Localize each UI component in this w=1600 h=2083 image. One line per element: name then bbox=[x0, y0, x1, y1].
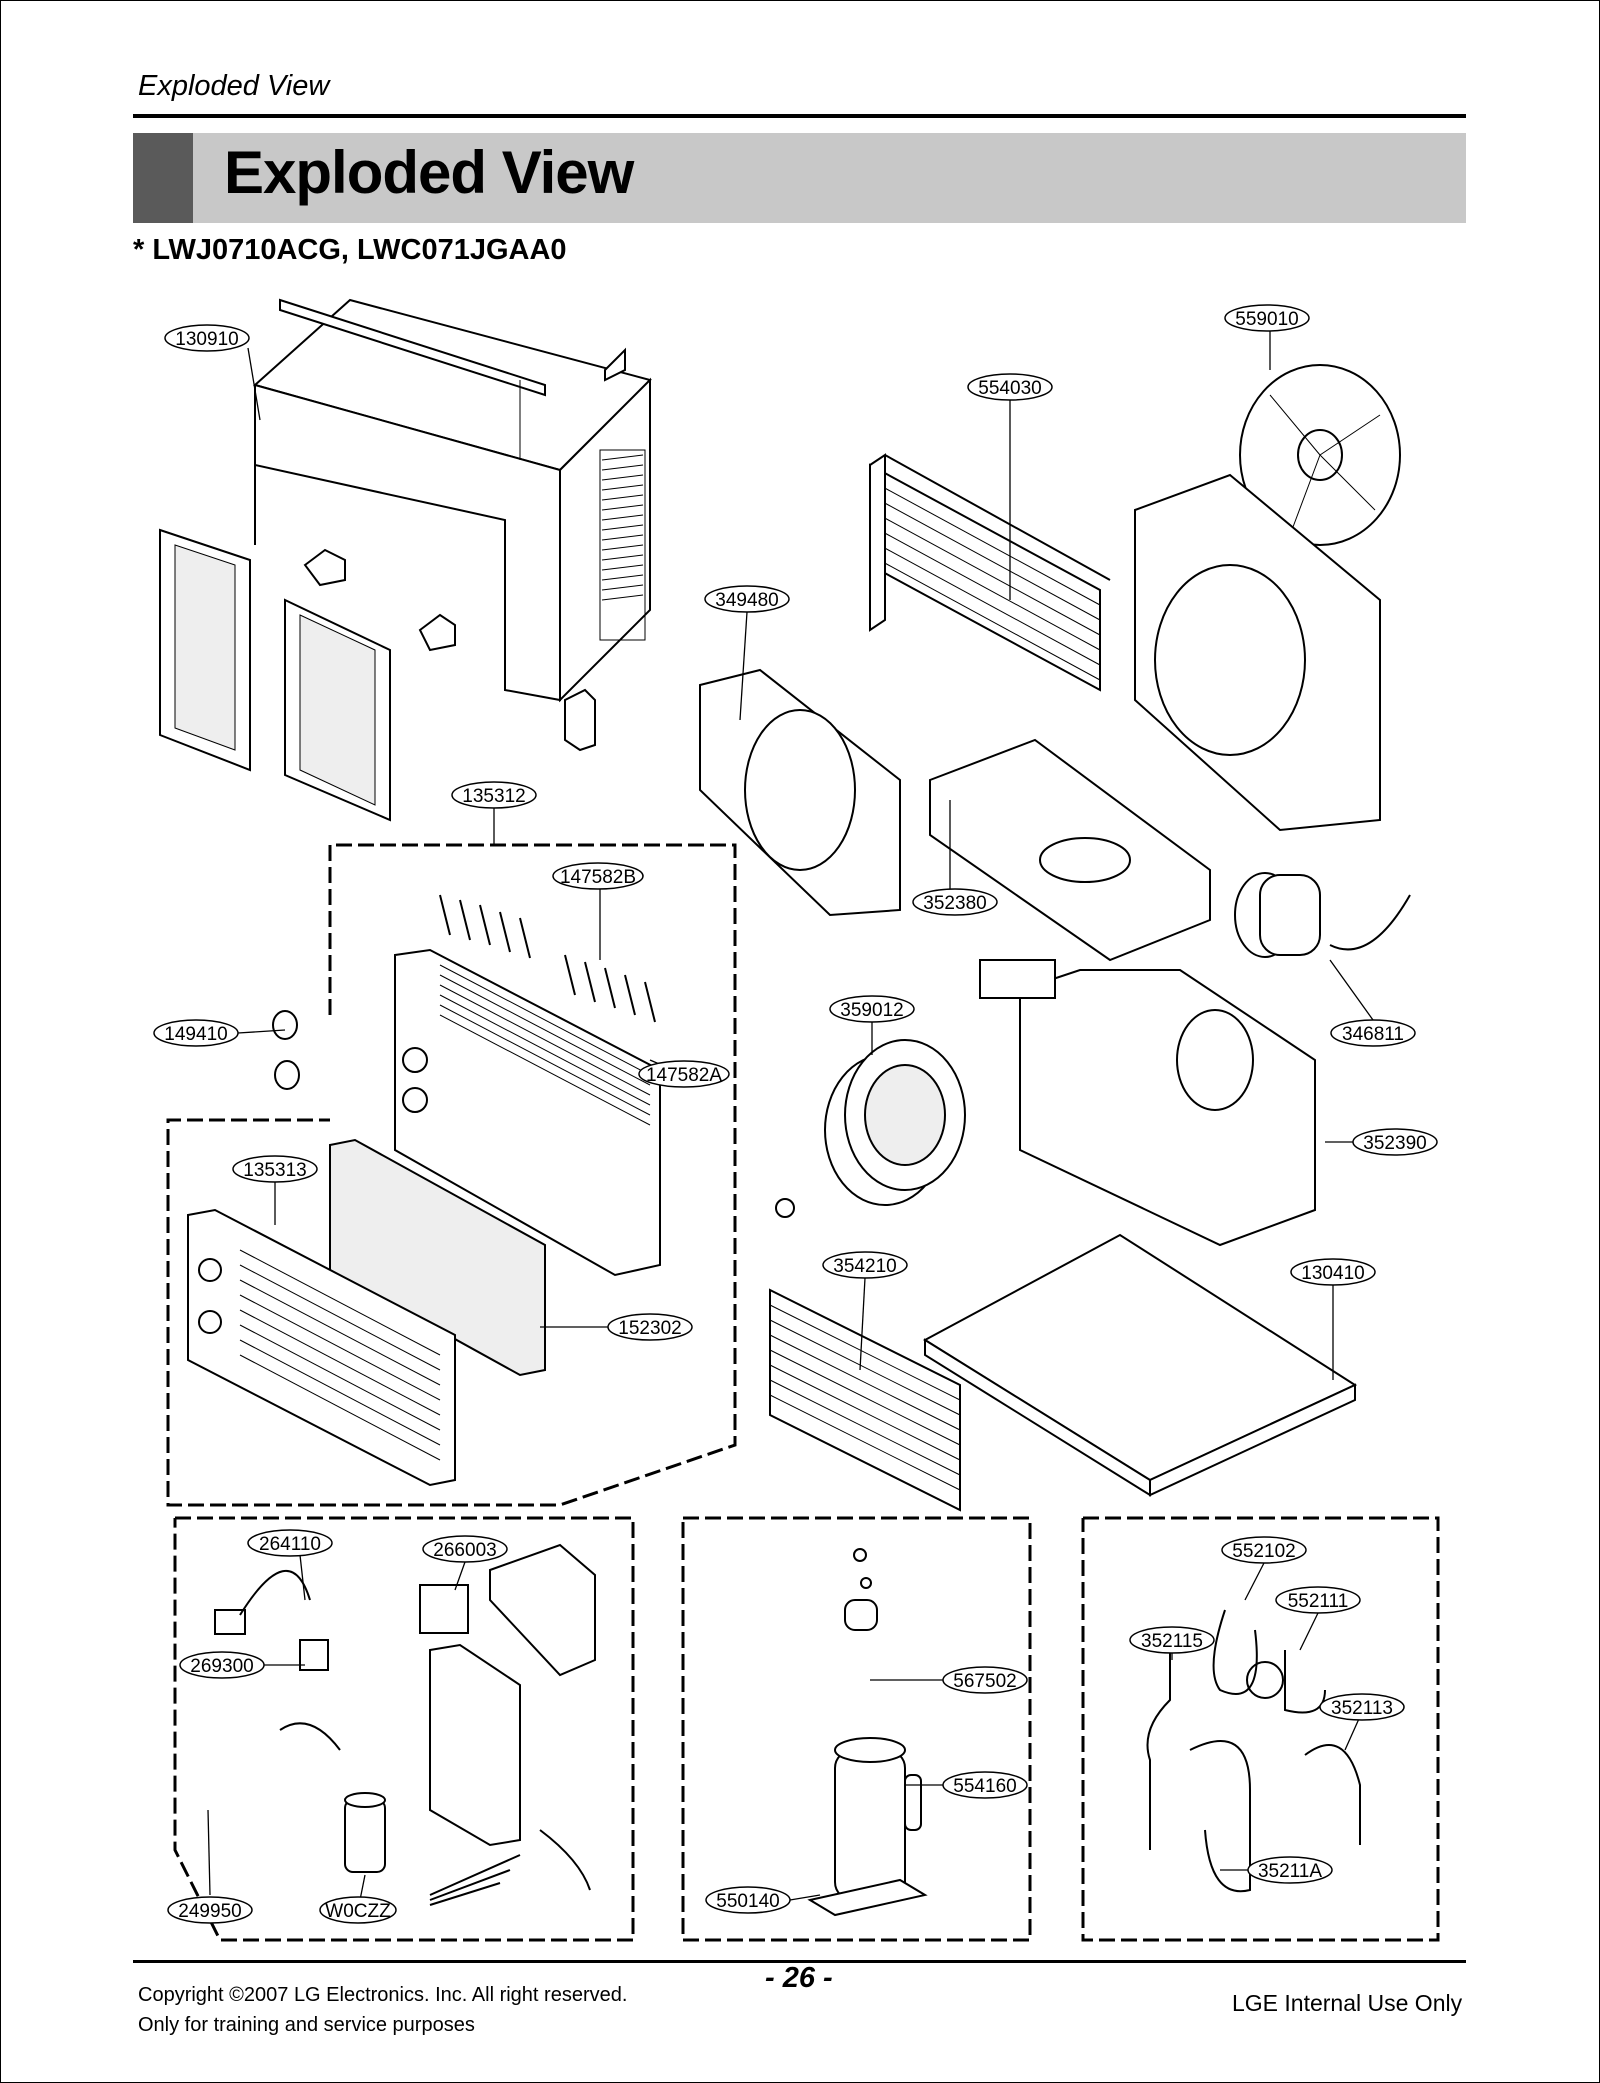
callout-567502: 567502 bbox=[942, 1666, 1028, 1694]
wire-harness-part bbox=[279, 1722, 591, 1906]
callouts: 130910 559010 554030 349480 135312 14758… bbox=[153, 304, 1438, 1924]
internal-use-label: LGE Internal Use Only bbox=[1232, 1990, 1463, 2016]
callout-352113: 352113 bbox=[1319, 1693, 1405, 1721]
svg-text:567502: 567502 bbox=[953, 1671, 1016, 1692]
callout-349480: 349480 bbox=[704, 585, 790, 613]
side-curtain-right bbox=[284, 598, 391, 822]
base-pan-part bbox=[923, 1233, 1358, 1497]
callout-130910: 130910 bbox=[164, 324, 250, 352]
copyright: Copyright ©2007 LG Electronics. Inc. All… bbox=[138, 1980, 627, 2040]
capillary-tube-part bbox=[1146, 1609, 1361, 1893]
fan-blade-part bbox=[1239, 364, 1401, 546]
callout-352390: 352390 bbox=[1352, 1128, 1438, 1156]
power-cord-part bbox=[214, 1570, 329, 1671]
svg-text:W0CZZ: W0CZZ bbox=[325, 1901, 391, 1922]
scroll-housing-part bbox=[979, 959, 1316, 1247]
callout-352380: 352380 bbox=[912, 888, 998, 916]
callout-554030: 554030 bbox=[967, 373, 1053, 401]
svg-text:349480: 349480 bbox=[715, 590, 778, 611]
svg-text:147582B: 147582B bbox=[560, 867, 636, 888]
running-header: Exploded View bbox=[138, 70, 330, 102]
callout-264110: 264110 bbox=[247, 1529, 333, 1557]
svg-text:354210: 354210 bbox=[833, 1256, 896, 1277]
drain-pan-part bbox=[929, 738, 1211, 962]
compressor-part bbox=[807, 1548, 928, 1917]
callout-249950: 249950 bbox=[167, 1896, 253, 1924]
model-numbers: * LWJ0710ACG, LWC071JGAA0 bbox=[133, 234, 567, 266]
callout-147582B: 147582B bbox=[552, 862, 644, 890]
front-grille-part bbox=[394, 948, 661, 1277]
callout-35211A: 35211A bbox=[1247, 1856, 1333, 1884]
callout-149410: 149410 bbox=[153, 1019, 239, 1047]
front-panel-part bbox=[187, 1208, 456, 1487]
svg-text:352390: 352390 bbox=[1363, 1133, 1426, 1154]
cabinet-part bbox=[252, 298, 652, 752]
callout-359012: 359012 bbox=[829, 995, 915, 1023]
copyright-line-2: Only for training and service purposes bbox=[138, 2014, 475, 2036]
svg-text:130910: 130910 bbox=[175, 329, 238, 350]
callout-266003: 266003 bbox=[422, 1535, 508, 1563]
callout-552111: 552111 bbox=[1275, 1586, 1361, 1614]
header-rule bbox=[133, 114, 1466, 118]
title-band bbox=[133, 133, 1466, 223]
svg-text:559010: 559010 bbox=[1235, 309, 1298, 330]
svg-text:147582A: 147582A bbox=[646, 1065, 722, 1086]
page-number: - 26 - bbox=[765, 1962, 833, 1994]
callout-135312: 135312 bbox=[451, 781, 537, 809]
callout-152302: 152302 bbox=[607, 1313, 693, 1341]
svg-text:554160: 554160 bbox=[953, 1776, 1016, 1797]
svg-text:264110: 264110 bbox=[259, 1534, 321, 1555]
knob-part bbox=[272, 1010, 300, 1090]
callout-346811: 346811 bbox=[1330, 1019, 1416, 1047]
control-box-part bbox=[419, 1543, 596, 1847]
callout-W0CZZ: W0CZZ bbox=[319, 1896, 397, 1924]
svg-text:359012: 359012 bbox=[840, 1000, 903, 1021]
svg-text:149410: 149410 bbox=[164, 1024, 227, 1045]
footer-rule bbox=[133, 1960, 1466, 1963]
svg-text:352113: 352113 bbox=[1331, 1698, 1393, 1719]
svg-text:346811: 346811 bbox=[1342, 1024, 1404, 1045]
callout-552102: 552102 bbox=[1221, 1536, 1307, 1564]
side-curtain-left bbox=[159, 528, 251, 772]
callout-269300: 269300 bbox=[179, 1651, 265, 1679]
svg-text:135312: 135312 bbox=[462, 786, 525, 807]
svg-text:135313: 135313 bbox=[243, 1160, 306, 1181]
motor-part bbox=[1234, 872, 1411, 958]
callout-147582A: 147582A bbox=[638, 1060, 730, 1088]
svg-text:552111: 552111 bbox=[1288, 1591, 1349, 1612]
copyright-line-1: Copyright ©2007 LG Electronics. Inc. All… bbox=[138, 1984, 628, 2006]
condenser-part bbox=[869, 453, 1111, 692]
svg-text:552102: 552102 bbox=[1232, 1541, 1295, 1562]
svg-text:152302: 152302 bbox=[618, 1318, 681, 1339]
orifice-part bbox=[699, 668, 901, 917]
svg-text:130410: 130410 bbox=[1301, 1263, 1364, 1284]
callout-554160: 554160 bbox=[942, 1771, 1028, 1799]
callout-352115: 352115 bbox=[1129, 1626, 1215, 1654]
svg-text:35211A: 35211A bbox=[1258, 1861, 1322, 1882]
svg-text:554030: 554030 bbox=[978, 378, 1041, 399]
evaporator-part bbox=[769, 1288, 961, 1512]
callout-559010: 559010 bbox=[1224, 304, 1310, 332]
svg-text:550140: 550140 bbox=[716, 1891, 779, 1912]
page-title: Exploded View bbox=[224, 139, 634, 206]
louver-part bbox=[439, 894, 656, 1023]
callout-135313: 135313 bbox=[232, 1155, 318, 1183]
svg-text:352380: 352380 bbox=[923, 893, 986, 914]
svg-text:249950: 249950 bbox=[178, 1901, 241, 1922]
callout-354210: 354210 bbox=[822, 1251, 908, 1279]
shroud-part bbox=[1134, 473, 1381, 832]
capacitor-part bbox=[344, 1792, 386, 1873]
title-accent-block bbox=[133, 133, 193, 223]
callout-130410: 130410 bbox=[1290, 1258, 1376, 1286]
svg-text:266003: 266003 bbox=[433, 1540, 496, 1561]
callout-550140: 550140 bbox=[705, 1886, 791, 1914]
svg-text:352115: 352115 bbox=[1141, 1631, 1203, 1652]
svg-text:269300: 269300 bbox=[190, 1656, 253, 1677]
blower-part bbox=[775, 1039, 966, 1218]
